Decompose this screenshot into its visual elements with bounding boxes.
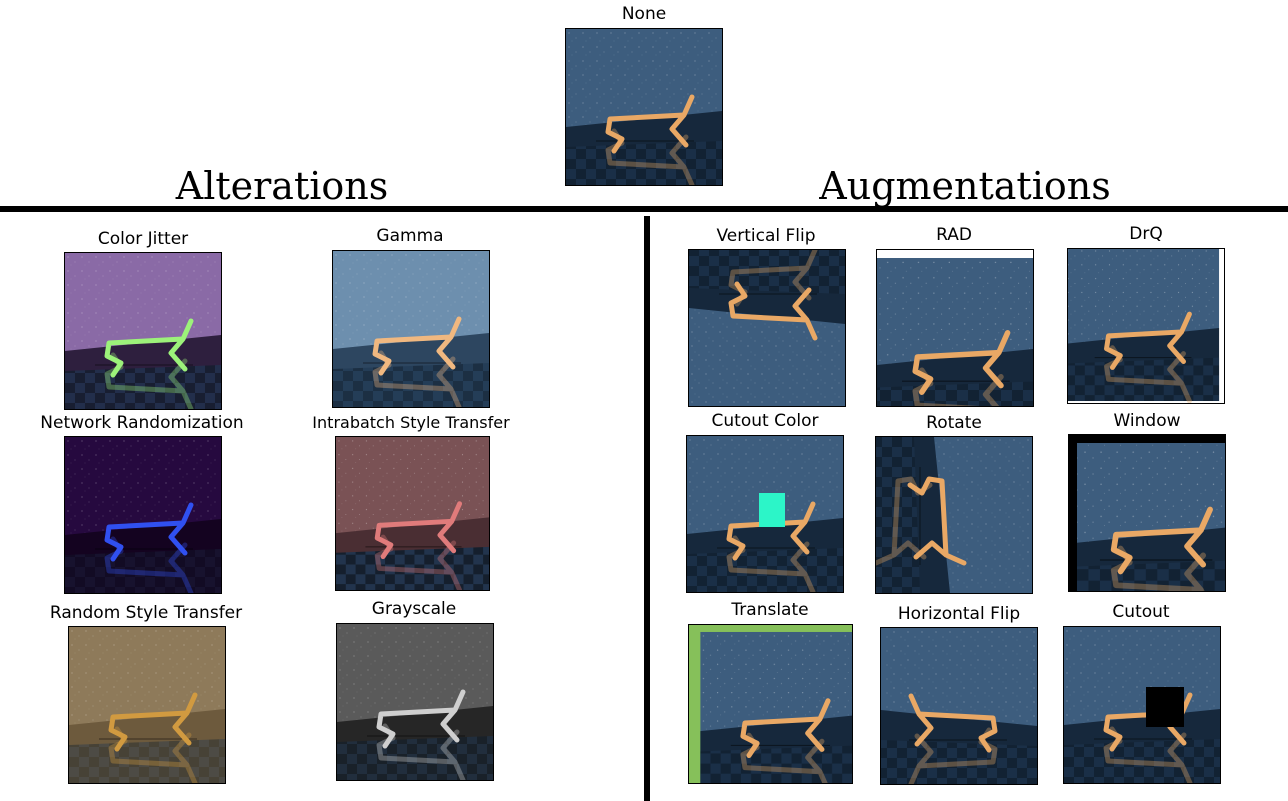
random-style-transfer-thumbnail: [68, 626, 226, 784]
cutout-color-label: Cutout Color: [711, 411, 819, 431]
color-jitter-label: Color Jitter: [97, 229, 189, 249]
translate-label: Translate: [731, 600, 809, 620]
vertical-divider: [644, 216, 650, 801]
grayscale-label: Grayscale: [371, 599, 457, 619]
reference-thumbnail: [565, 28, 723, 186]
gamma-thumbnail: [332, 250, 490, 408]
cutout-patch: [1146, 687, 1184, 727]
cutout-color-patch: [759, 493, 785, 527]
vertical-flip-label: Vertical Flip: [716, 226, 816, 246]
cutout-color-thumbnail: [686, 435, 844, 593]
rotate-thumbnail: [875, 436, 1033, 594]
network-randomization-label: Network Randomization: [40, 413, 244, 433]
random-style-transfer-label: Random Style Transfer: [49, 603, 243, 623]
horizontal-flip-thumbnail: [880, 627, 1038, 785]
translate-thumbnail: [688, 624, 853, 784]
intrabatch-style-transfer-label: Intrabatch Style Transfer: [312, 413, 510, 432]
horizontal-divider: [0, 206, 1288, 212]
rad-label: RAD: [936, 225, 972, 245]
window-label: Window: [1113, 411, 1181, 431]
vertical-flip-thumbnail: [688, 249, 846, 407]
gamma-label: Gamma: [376, 226, 444, 246]
grayscale-thumbnail: [336, 623, 494, 781]
rad-thumbnail: [876, 249, 1034, 407]
augmentations-heading: Augmentations: [819, 164, 1111, 208]
network-randomization-thumbnail: [64, 436, 222, 594]
window-thumbnail: [1068, 434, 1226, 592]
alterations-heading: Alterations: [175, 164, 389, 208]
rotate-label: Rotate: [926, 413, 982, 433]
reference-label: None: [621, 4, 667, 24]
color-jitter-thumbnail: [64, 252, 222, 410]
intrabatch-style-transfer-thumbnail: [335, 436, 490, 591]
cutout-label: Cutout: [1112, 602, 1170, 622]
horizontal-flip-label: Horizontal Flip: [897, 604, 1021, 624]
cutout-thumbnail: [1063, 626, 1221, 784]
drq-label: DrQ: [1129, 224, 1163, 244]
drq-thumbnail: [1067, 248, 1225, 404]
